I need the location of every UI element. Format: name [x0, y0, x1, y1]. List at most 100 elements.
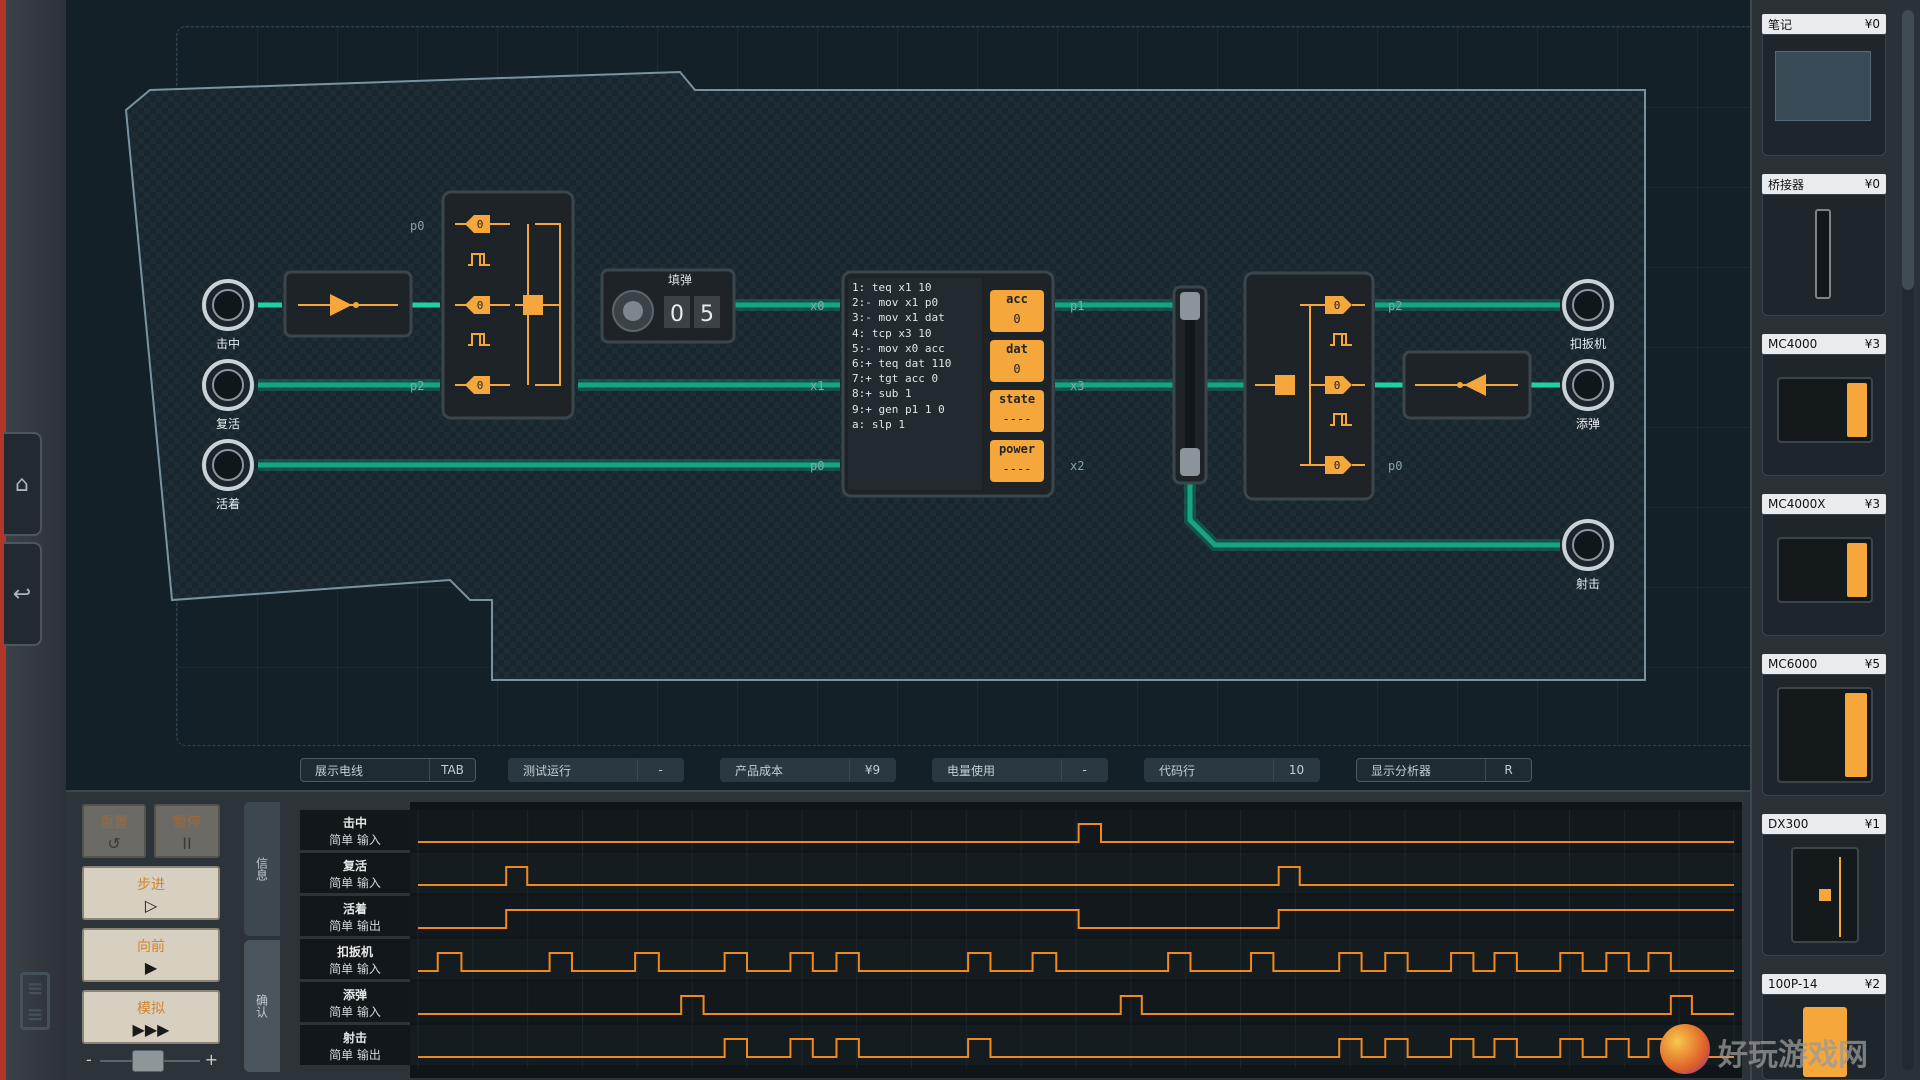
- part-dx300[interactable]: DX300 ¥1: [1762, 814, 1890, 964]
- io-name: 射击: [342, 1031, 367, 1045]
- part-bridge[interactable]: 桥接器¥0: [1762, 174, 1890, 324]
- code-line: a: slp 1: [852, 417, 905, 431]
- code-line: 7:+ tgt acc 0: [852, 372, 939, 386]
- part-mc4000[interactable]: MC4000¥3: [1762, 334, 1890, 484]
- part-note[interactable]: 笔记¥0: [1762, 14, 1890, 164]
- part-price: ¥3: [1864, 497, 1880, 511]
- part-preview: [1762, 514, 1886, 636]
- undo-button[interactable]: ↩: [4, 542, 42, 646]
- bottom-panel: 重置 ↺ 暂停 II 步进 ▷ 向前 ▶ 模拟 ▶▶▶ -: [66, 790, 1750, 1080]
- part-name: MC4000: [1768, 337, 1818, 351]
- tab-verify[interactable]: 确认: [244, 940, 280, 1072]
- net-p0-right: p0: [1388, 459, 1402, 473]
- parts-scroll-thumb[interactable]: [1902, 10, 1914, 290]
- status-wires[interactable]: 展示电线 TAB: [300, 758, 476, 782]
- pause-button[interactable]: 暂停 II: [154, 804, 220, 858]
- step-icon: ▷: [144, 896, 158, 915]
- code-line: 8:+ sub 1: [852, 387, 912, 401]
- status-value: TAB: [429, 759, 475, 781]
- part-header: MC6000 ¥5: [1762, 654, 1886, 674]
- forward-label: 向前: [137, 939, 165, 955]
- status-key: 电量使用: [947, 763, 996, 778]
- pause-icon: II: [182, 834, 192, 853]
- circuit-svg: 击中 复活 活着 扣扳机 添弹 射击 p0 p2 x0 x1 p0 p1 x3 …: [124, 70, 1646, 681]
- fast-forward-icon: ▶▶▶: [132, 1020, 170, 1039]
- status-key: 显示分析器: [1371, 763, 1432, 778]
- game-logo: ≡≡: [20, 972, 50, 1030]
- label-alive: 活着: [216, 496, 240, 511]
- scope-svg: [410, 810, 1742, 1068]
- speed-plus[interactable]: +: [204, 1050, 218, 1069]
- status-analyzer[interactable]: 显示分析器 R: [1356, 758, 1532, 782]
- status-bar: 展示电线 TAB 测试运行 - 产品成本 ¥9 电量使用 - 代码行 10 显示…: [66, 750, 1750, 790]
- chip-icon: [1777, 687, 1873, 783]
- part-name: 桥接器: [1768, 177, 1805, 192]
- status-key: 代码行: [1159, 763, 1196, 778]
- part-header: 笔记¥0: [1762, 14, 1886, 34]
- part-name: MC6000: [1768, 657, 1818, 671]
- status-lines: 代码行 10: [1144, 758, 1320, 782]
- status-cost: 产品成本 ¥9: [720, 758, 896, 782]
- tab-info-label: 信息: [254, 857, 269, 881]
- reset-button[interactable]: 重置 ↺: [82, 804, 146, 858]
- mc-code[interactable]: 1: teq x1 10 2:- mov x1 p0 3:- mov x1 da…: [852, 280, 980, 480]
- tab-verify-label: 确认: [254, 994, 269, 1018]
- register-dat: dat 0: [990, 340, 1044, 382]
- net-p2-left: p2: [410, 379, 424, 393]
- label-flipper: 扣扳机: [1570, 337, 1606, 351]
- io-row: 活着简单 输出: [300, 896, 410, 936]
- watermark-logo: [1660, 1024, 1710, 1074]
- amp-right: [1402, 350, 1532, 420]
- forward-button[interactable]: 向前 ▶: [82, 928, 220, 982]
- register-value: 0: [1013, 312, 1021, 326]
- io-row: 扣扳机简单 输入: [300, 939, 410, 979]
- part-name: DX300: [1768, 817, 1809, 831]
- part-price: ¥5: [1864, 657, 1880, 671]
- status-value: -: [637, 759, 683, 781]
- home-button[interactable]: ⌂: [4, 432, 42, 536]
- register-value: ----: [1002, 462, 1032, 476]
- label-revive: 复活: [216, 417, 240, 431]
- speed-minus[interactable]: -: [86, 1050, 92, 1069]
- code-line: 2:- mov x1 p0: [852, 296, 939, 310]
- status-value: -: [1061, 759, 1107, 781]
- part-100p14[interactable]: 100P-14¥2: [1762, 974, 1890, 1080]
- code-line: 1: teq x1 10: [852, 281, 932, 294]
- dx-left-v3: 0: [477, 379, 484, 392]
- part-mc6000[interactable]: MC6000 ¥5: [1762, 654, 1890, 804]
- io-row: 复活简单 输入: [300, 853, 410, 893]
- code-line: 5:- mov x0 acc: [852, 341, 945, 355]
- io-name: 扣扳机: [336, 945, 373, 959]
- dx-left-v1: 0: [477, 218, 484, 231]
- part-header: 桥接器¥0: [1762, 174, 1886, 194]
- io-type: 简单 输出: [329, 1048, 381, 1062]
- code-line: 4: tcp x3 10: [852, 326, 932, 340]
- register-power: power ----: [990, 440, 1044, 482]
- io-type: 简单 输入: [329, 833, 381, 847]
- waveform-2: [418, 909, 1734, 929]
- reset-label: 重置: [100, 815, 128, 831]
- part-mc4000x[interactable]: MC4000X¥3: [1762, 494, 1890, 644]
- code-line: 9:+ gen p1 1 0: [852, 402, 945, 416]
- dx300-right: 0 0 0: [1243, 271, 1375, 501]
- parts-rail: 笔记¥0 桥接器¥0 MC4000¥3 MC4000X¥3 MC6000¥5 D…: [1750, 0, 1920, 1080]
- io-type: 简单 输出: [329, 919, 381, 933]
- status-key: 产品成本: [735, 763, 784, 778]
- part-header: MC4000¥3: [1762, 334, 1886, 354]
- step-button[interactable]: 步进 ▷: [82, 866, 220, 920]
- left-rail: ⌂ ↩ ≡≡: [0, 0, 66, 1080]
- tab-info[interactable]: 信息: [244, 802, 280, 936]
- speed-knob[interactable]: [132, 1050, 164, 1072]
- note-icon: [1775, 51, 1871, 121]
- pause-label: 暂停: [173, 815, 201, 831]
- net-p2-right: p2: [1388, 299, 1402, 313]
- chip-icon: [1803, 1007, 1847, 1077]
- part-price: ¥1: [1864, 817, 1880, 831]
- simulate-button[interactable]: 模拟 ▶▶▶: [82, 990, 220, 1044]
- speed-slider[interactable]: - +: [82, 1050, 220, 1072]
- step-label: 步进: [137, 877, 165, 893]
- waveform-4: [418, 995, 1734, 1015]
- dx-right-v3: 0: [1334, 459, 1341, 472]
- io-row: 射击简单 输出: [300, 1025, 410, 1065]
